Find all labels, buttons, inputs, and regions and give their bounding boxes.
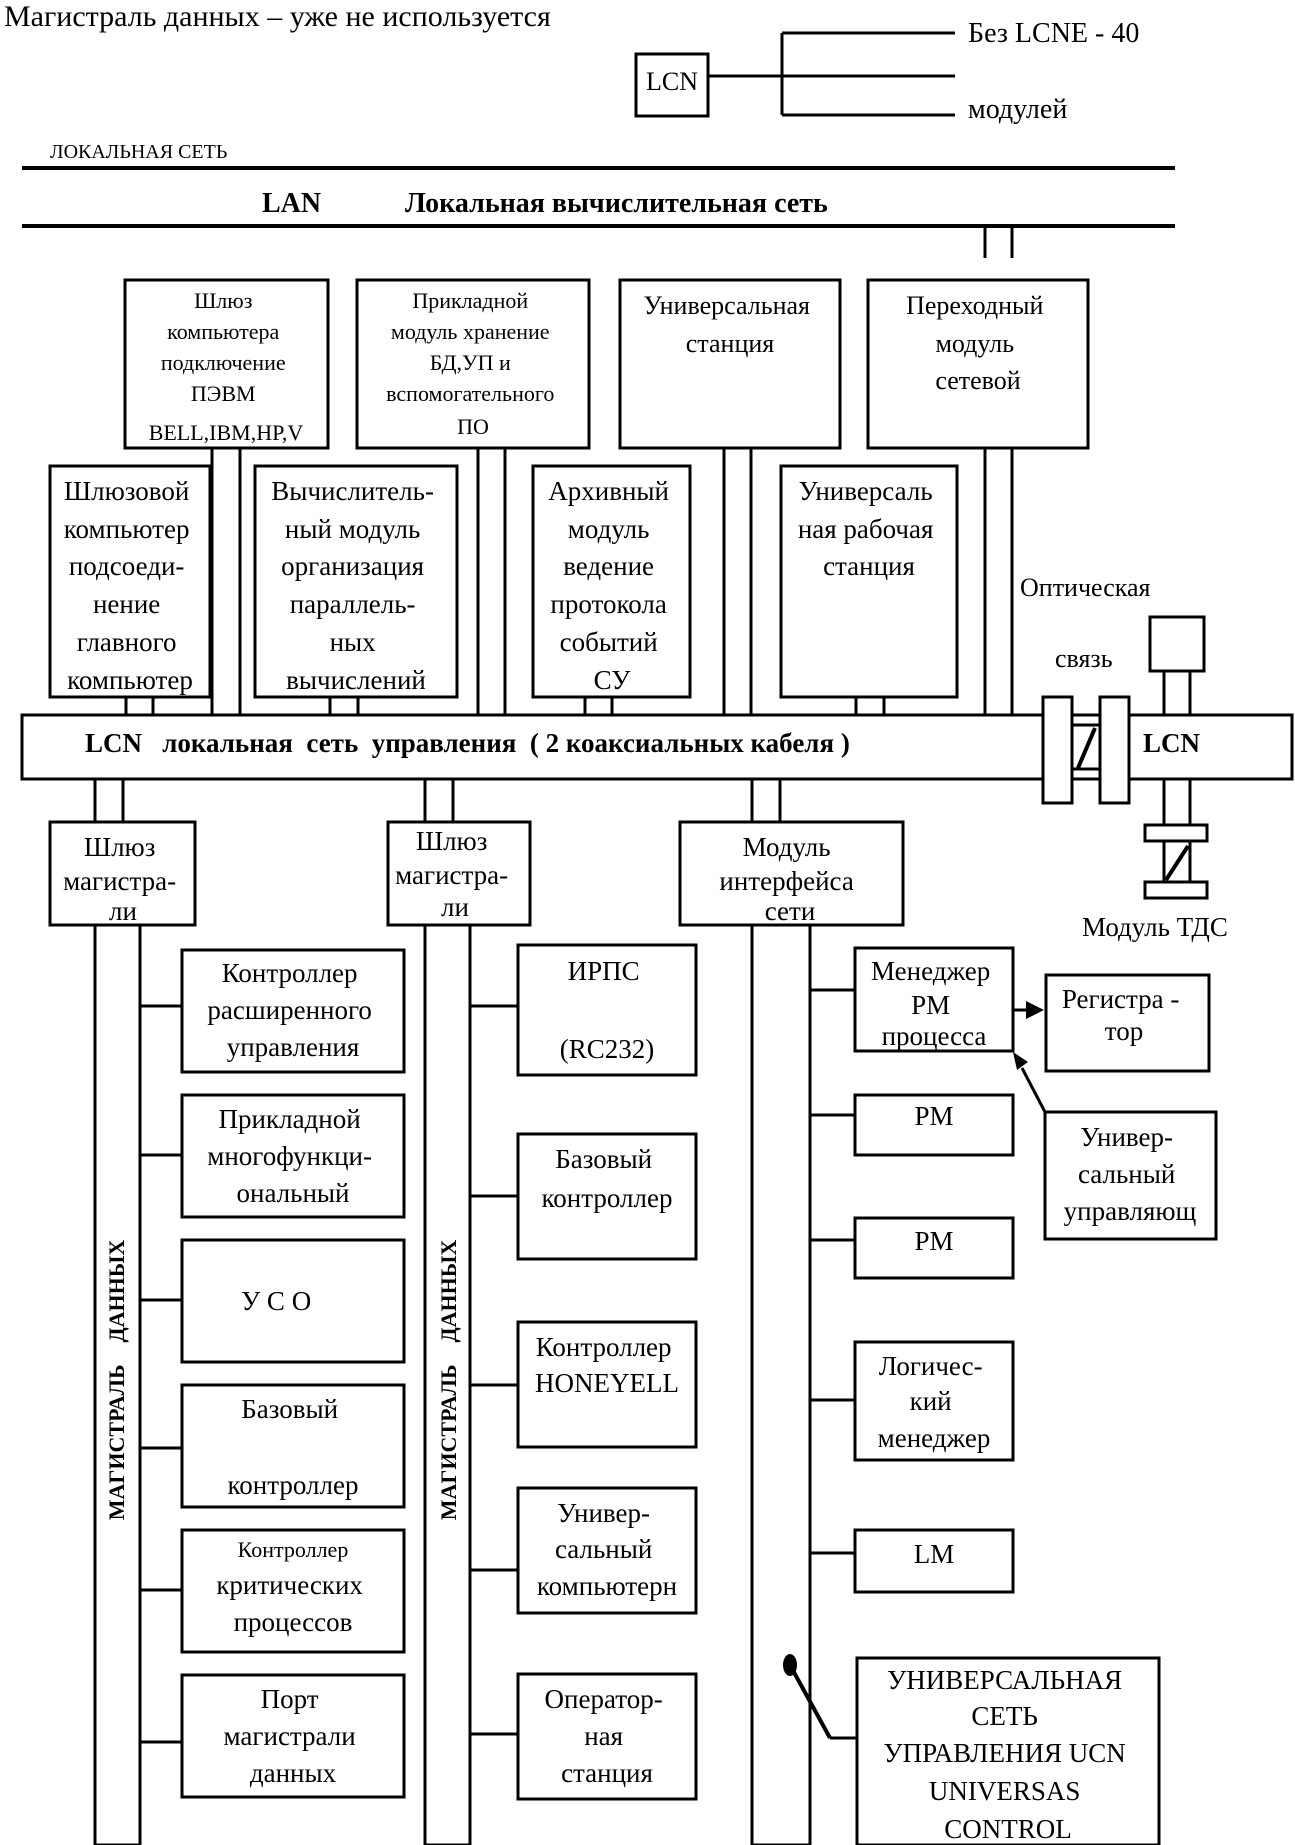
svg-text:Оператор- ная стан: Оператор- ная станция	[545, 1684, 670, 1788]
pm-process-manager: Менеджер PM процесса	[853, 946, 1015, 1053]
svg-text:Универсаль ная рабочая: Универсаль ная рабочая станция	[798, 476, 940, 581]
svg-text:PM: PM	[914, 1226, 953, 1256]
lm-module: LM	[853, 1528, 1015, 1594]
lcn-module-gateway-computer: Шлюзовой компьютер подсоеди- нение главн…	[48, 464, 212, 699]
lcne-label-line2: модулей	[968, 94, 1067, 125]
critical-process-controller: Контроллер критических процессов	[180, 1528, 406, 1654]
basic-controller-1: Базовый контроллер	[180, 1383, 406, 1509]
svg-text:PM: PM	[914, 1101, 953, 1131]
lcn-bus-label: LCN локальная сеть управления ( 2 коакси…	[85, 728, 850, 758]
gateway-data-bus-2: Шлюз магистра- ли	[386, 820, 532, 927]
optical-label-line2: связь	[1055, 644, 1113, 673]
lan-caption: ЛОКАЛЬНАЯ СЕТЬ	[50, 141, 227, 163]
operator-station: Оператор- ная станция	[516, 1672, 698, 1801]
universal-computer: Универ- сальный компьютерн	[516, 1486, 698, 1615]
lcn-module-universal-workstation: Универсаль ная рабочая станция	[779, 464, 959, 699]
lcne-label-line1: Без LCNE - 40	[968, 18, 1139, 49]
svg-text:Порт магистрали да: Порт магистрали данных	[224, 1684, 363, 1788]
data-bus-2-label: МАГИСТРАЛЬ ДАННЫХ	[436, 1240, 461, 1521]
svg-text:Контроллер HONEYELL: Контроллер HONEYELL	[535, 1332, 679, 1398]
logic-manager: Логичес- кий менеджер	[853, 1340, 1015, 1462]
svg-text:Переходный модуль: Переходный модуль сетевой	[906, 291, 1050, 395]
pm-module-2: PM	[853, 1216, 1015, 1280]
data-bus-3	[750, 923, 812, 1845]
universal-controller: Универ- сальный управляющ	[1043, 1110, 1218, 1241]
gateway-data-bus-1: Шлюз магистра- ли	[48, 820, 197, 927]
uso-module: У С О	[0, 0, 406, 1364]
svg-text:Универ- сальный ко: Универ- сальный компьютерн	[537, 1498, 677, 1601]
svg-text:Шлюзовой компьютер: Шлюзовой компьютер подсоеди- нение главн…	[64, 476, 196, 695]
svg-text:Контроллер: Контроллер	[238, 1537, 349, 1562]
svg-text:Логичес- кий менед: Логичес- кий менеджер	[878, 1351, 991, 1453]
svg-text:Базовый контроллер: Базовый контроллер	[228, 1394, 359, 1500]
arrow-to-registrator	[1026, 1001, 1044, 1019]
registrator: Регистра - тор	[1044, 973, 1211, 1073]
data-bus-2	[423, 923, 472, 1845]
diagram-title: Магистраль данных – уже не используется	[4, 0, 551, 33]
arrow-to-pm-manager	[1013, 1052, 1028, 1070]
svg-text:Контроллер расширенного: Контроллер расширенного управления	[207, 958, 378, 1062]
multifunction-application-controller: Прикладной многофункци- ональный	[180, 1093, 406, 1219]
svg-text:критических процессов: критических процессов	[216, 1570, 369, 1637]
basic-controller-2: Базовый контроллер	[516, 1132, 698, 1261]
svg-text:УНИВЕРСАЛЬНАЯ СЕТЬ: УНИВЕРСАЛЬНАЯ СЕТЬ УПРАВЛЕНИЯ UCN UNIVER…	[884, 1665, 1133, 1844]
data-bus-1	[93, 923, 142, 1845]
svg-text:ИРПС (RC232): ИРПС (RC232)	[560, 956, 655, 1064]
svg-text:Универсальная станция: Универсальная станция	[644, 291, 817, 358]
pm-module-1: PM	[853, 1093, 1015, 1157]
svg-text:Шлюз компьютера по: Шлюз компьютера подключение ПЭВМ BELL,IB…	[149, 288, 304, 445]
lcn-small-label: LCN	[646, 67, 698, 96]
svg-text:Прикладной многофункци-: Прикладной многофункци- ональный	[207, 1104, 378, 1208]
optical-label-line1: Оптическая	[1020, 573, 1151, 602]
svg-text:У С О: У С О	[0, 0, 345, 1316]
data-bus-port: Порт магистрали данных	[180, 1673, 406, 1799]
lan-module-computer-gateway: Шлюз компьютера подключение ПЭВМ BELL,IB…	[123, 278, 330, 450]
svg-text:Базовый контроллер: Базовый контроллер	[542, 1144, 673, 1213]
svg-text:Шлюз магистра- ли: Шлюз магистра- ли	[63, 832, 183, 926]
svg-text:Универ- сальный уп: Универ- сальный управляющ	[1064, 1122, 1197, 1226]
tds-module	[1143, 615, 1209, 900]
svg-text:Вычислитель- ный модуль: Вычислитель- ный модуль организация пара…	[271, 476, 440, 695]
svg-text:Модуль интерфейса: Модуль интерфейса сети	[719, 832, 860, 926]
svg-text:Менеджер PM процес: Менеджер PM процесса	[871, 956, 997, 1051]
lan-abbr: LAN	[262, 188, 321, 219]
lcn-module-archive: Архивный модуль ведение протокола событи…	[531, 464, 692, 699]
honeywell-controller: Контроллер HONEYELL	[516, 1320, 698, 1449]
data-bus-1-label: МАГИСТРАЛЬ ДАННЫХ	[104, 1240, 129, 1521]
svg-text:LM: LM	[914, 1539, 955, 1569]
lcn-module-computing: Вычислитель- ный модуль организация пара…	[253, 464, 459, 699]
lan-module-transition-network: Переходный модуль сетевой	[866, 278, 1090, 450]
irps-interface: ИРПС (RC232)	[516, 943, 698, 1077]
svg-text:Шлюз магистра- ли: Шлюз магистра- ли	[395, 826, 515, 922]
lan-module-universal-station: Универсальная станция	[618, 278, 842, 450]
ext-control-controller: Контроллер расширенного управления	[180, 948, 406, 1074]
universal-control-network: УНИВЕРСАЛЬНАЯ СЕТЬ УПРАВЛЕНИЯ UCN UNIVER…	[855, 1656, 1161, 1845]
svg-text:Регистра - тор: Регистра - тор	[1062, 984, 1186, 1046]
lan-name: Локальная вычислительная сеть	[405, 188, 828, 219]
svg-text:Прикладной модуль хранен: Прикладной модуль хранение БД,УП и вспом…	[386, 288, 560, 439]
optical-coupler	[1041, 695, 1131, 805]
lcn-bus-right-label: LCN	[1143, 728, 1201, 758]
svg-text:Архивный модуль ве: Архивный модуль ведение протокола событи…	[548, 476, 676, 695]
tds-module-label: Модуль ТДС	[1082, 912, 1228, 942]
lcn-small-box	[634, 52, 710, 118]
lan-module-application-storage: Прикладной модуль хранение БД,УП и вспом…	[355, 278, 591, 450]
network-interface-module: Модуль интерфейса сети	[678, 820, 905, 927]
